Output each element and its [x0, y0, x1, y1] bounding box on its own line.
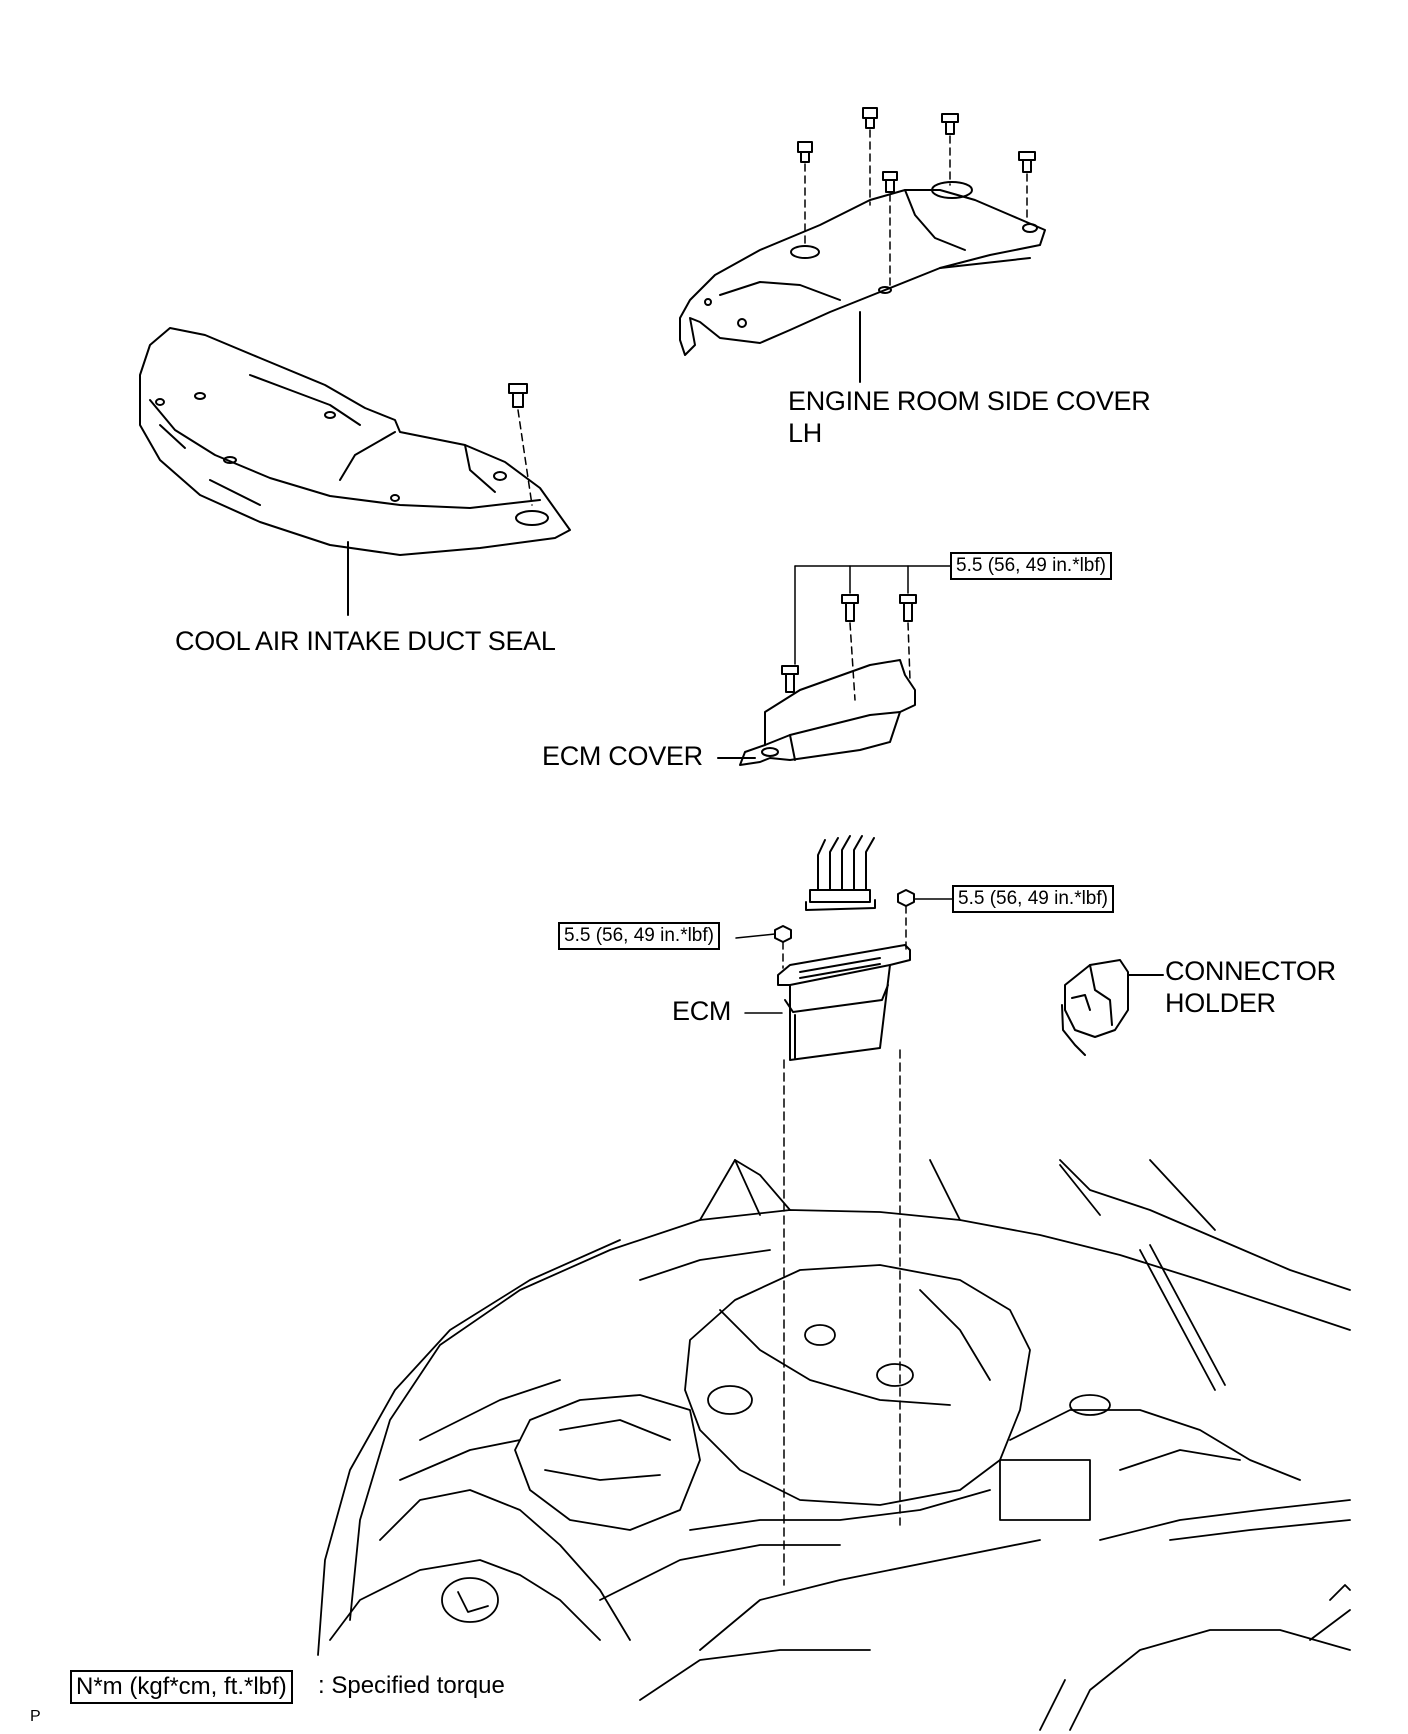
ecm-cover-drawing — [739, 659, 916, 766]
label-connector-holder-line2: HOLDER — [1165, 988, 1276, 1018]
torque-ecm-cover-bolts: 5.5 (56, 49 in.*lbf) — [950, 552, 1112, 580]
label-engine-room-side-cover-line1: ENGINE ROOM SIDE COVER — [788, 386, 1151, 416]
ecm-nuts — [774, 889, 915, 943]
wire-harness-connector-drawing — [805, 835, 876, 911]
engine-room-side-cover-drawing — [679, 181, 1046, 356]
torque-ecm-left-nut: 5.5 (56, 49 in.*lbf) — [558, 922, 720, 950]
ecm-callout-lines — [735, 898, 953, 1586]
label-ecm: ECM — [672, 996, 732, 1026]
label-connector-holder-line1: CONNECTOR — [1165, 956, 1336, 986]
label-cool-air-intake-duct-seal: COOL AIR INTAKE DUCT SEAL — [175, 626, 556, 656]
legend-torque-symbol: N*m (kgf*cm, ft.*lbf) — [70, 1670, 293, 1704]
legend-description: : Specified torque — [318, 1672, 505, 1699]
vehicle-front-drawing — [317, 1159, 1351, 1731]
figure-code: P — [30, 1708, 41, 1725]
side-cover-leader-dashes — [804, 129, 1028, 289]
label-engine-room-side-cover-line2: LH — [788, 418, 822, 448]
side-cover-clips — [797, 107, 1036, 193]
duct-seal-clip — [508, 383, 533, 506]
connector-holder-drawing — [1061, 959, 1164, 1056]
torque-ecm-right-nut: 5.5 (56, 49 in.*lbf) — [952, 885, 1114, 913]
ecm-drawing — [777, 944, 911, 1061]
label-ecm-cover: ECM COVER — [542, 741, 703, 771]
ecm-cover-bolt-callout-lines — [794, 565, 951, 701]
ecm-cover-bolts — [781, 594, 917, 693]
label-engine-room-side-cover: ENGINE ROOM SIDE COVER LH — [788, 385, 1151, 449]
label-connector-holder: CONNECTOR HOLDER — [1165, 955, 1336, 1019]
cool-air-intake-duct-seal-drawing — [139, 327, 571, 556]
